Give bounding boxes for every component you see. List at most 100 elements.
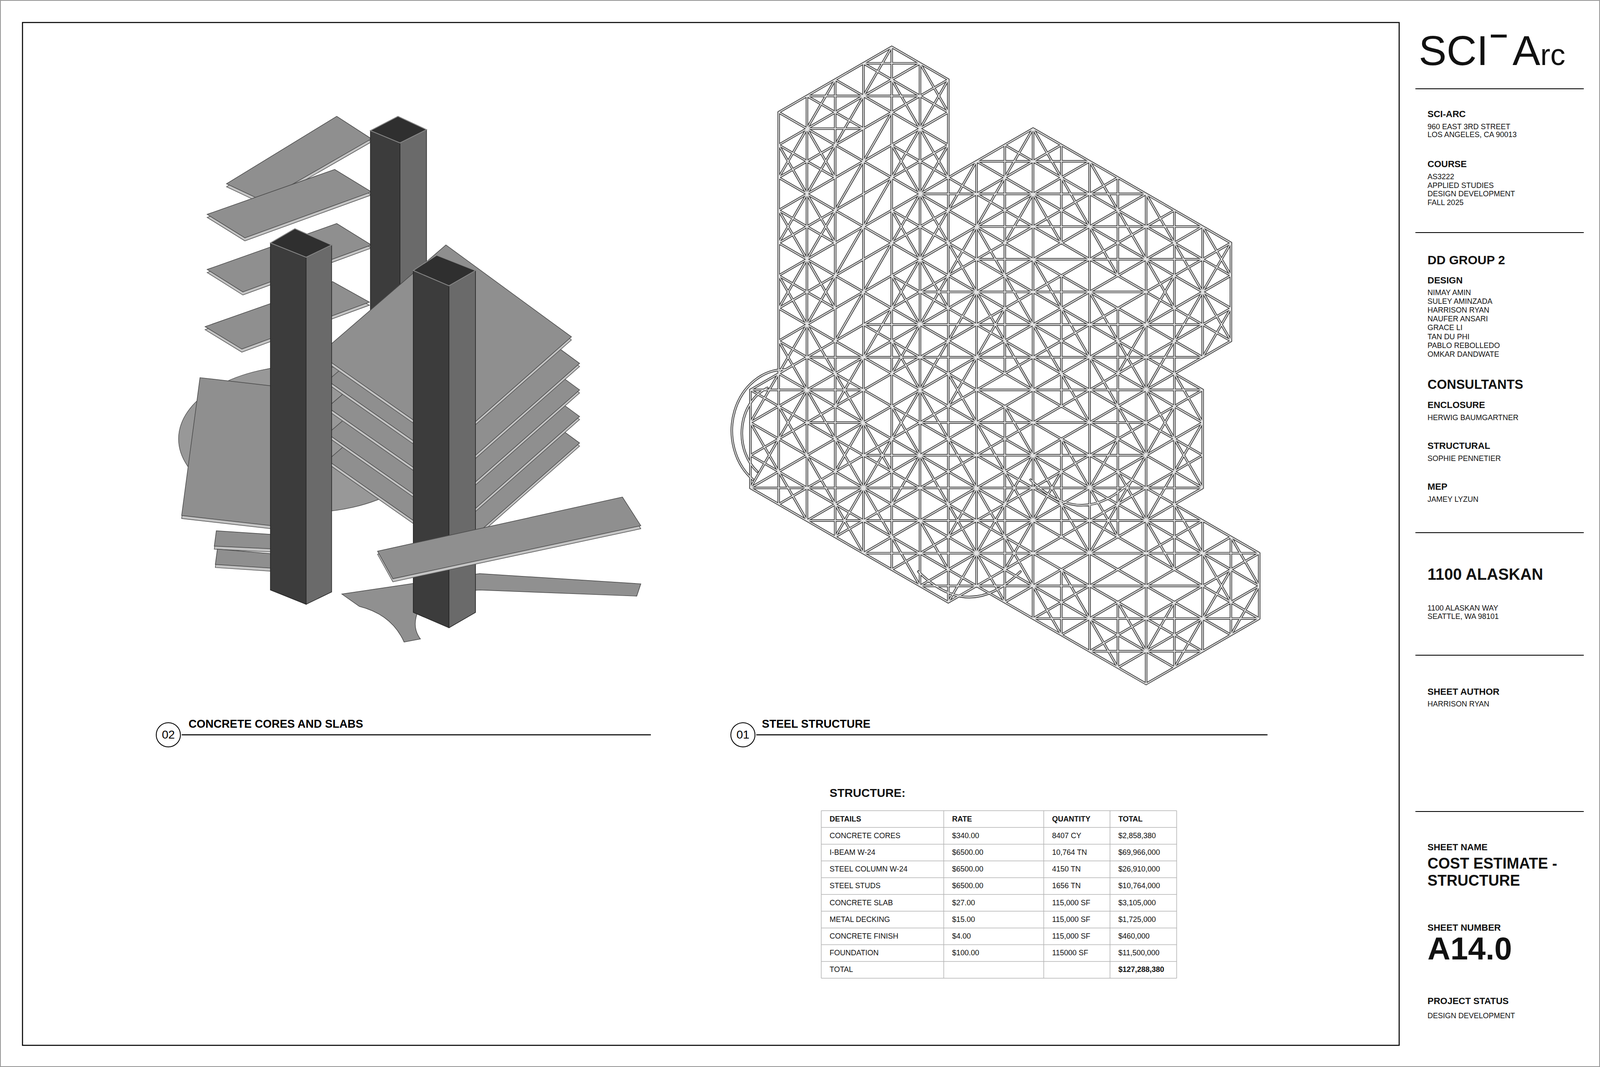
table-header: DETAILS [829,814,862,824]
table-cell: 115,000 SF [1052,931,1091,941]
table-grid [821,810,1177,978]
steel-structure-drawing [731,47,1260,684]
core-top [413,255,476,286]
logo-bar [1490,34,1507,38]
illustrations [178,47,1260,684]
table-rule [821,810,1177,811]
callout-number: 02 [161,728,175,741]
table-cell: $11,500,000 [1118,948,1160,958]
concrete-slab [214,530,278,549]
table-cell: CONCRETE FINISH [829,931,899,941]
table-rule [821,877,1177,878]
core-top [370,116,427,143]
view-title: STEEL STRUCTURE [762,717,871,731]
logo-text: Arc [1512,29,1566,72]
table-cell: $26,910,000 [1118,864,1160,874]
table-cell: 115,000 SF [1052,898,1091,908]
table-cell: $15.00 [952,915,975,924]
steel-member-outline [731,47,1260,684]
table-cell: CONCRETE CORES [829,831,901,840]
field-value: JAMEY LYZUN [1427,495,1479,504]
ramp-slab [341,573,641,642]
field-heading: DESIGN [1427,275,1463,286]
table-cell: 115000 SF [1052,948,1089,958]
table-rule [821,826,1177,828]
field-value: APPLIED STUDIES [1427,181,1494,190]
table-cell: TOTAL [829,965,853,974]
table-cell: 1656 TN [1052,881,1081,890]
team-member: PABLO REBOLLEDO [1427,341,1500,350]
table-cell: CONCRETE SLAB [829,898,893,908]
field-heading: PROJECT STATUS [1427,995,1509,1006]
field-value: FALL 2025 [1427,198,1464,208]
concrete-cores-and-slabs-drawing [178,116,641,642]
table-rule [821,893,1177,895]
logo-text: SCI [1418,29,1489,72]
core-face [270,242,307,605]
table-header: QUANTITY [1052,814,1091,824]
team-member: HARRISON RYAN [1427,305,1490,315]
table-cell: $127,288,380 [1118,965,1165,974]
concrete-slab [377,497,641,579]
section-heading: CONSULTANTS [1427,377,1524,393]
table-cell: STEEL COLUMN W-24 [829,864,908,874]
drawing-frame [22,22,1400,1045]
table-rule [821,927,1177,929]
table-rule [821,910,1177,912]
table-header: TOTAL [1118,814,1143,824]
divider-line [1415,810,1584,812]
team-member: SULEY AMINZADA [1427,297,1493,306]
field-value: AS3222 [1427,172,1455,182]
table-rule [821,843,1177,845]
address-line: 960 EAST 3RD STREET [1427,122,1511,132]
core-face [449,270,476,628]
project-name: 1100 ALASKAN [1427,565,1543,584]
divider-line [1415,232,1584,233]
field-heading: SHEET AUTHOR [1427,686,1500,697]
table-cell: $10,764,000 [1118,881,1160,890]
table-rule [821,944,1177,945]
field-value: HARRISON RYAN [1427,699,1490,709]
field-heading: MEP [1427,481,1448,492]
callout-number: 01 [736,728,750,741]
address-line: 1100 ALASKAN WAY [1427,603,1499,613]
table-cell: $3,105,000 [1118,898,1156,908]
divider-line [1415,88,1584,90]
table-cell: $69,966,000 [1118,847,1160,857]
table-cell: $6500.00 [952,864,984,874]
team-member: GRACE LI [1427,323,1463,333]
team-member: NAUFER ANSARI [1427,314,1488,324]
view-title-underline [181,734,651,736]
table-cell: I-BEAM W-24 [829,847,876,857]
callout-circle: 02CONCRETE CORES AND SLABS [155,722,181,748]
table-cell: 10,764 TN [1052,847,1088,857]
table-cell: $6500.00 [952,881,984,890]
table-cell: $2,858,380 [1118,831,1156,840]
team-member: TAN DU PHI [1427,332,1470,342]
table-title: STRUCTURE: [829,786,906,800]
field-value: DESIGN DEVELOPMENT [1427,1011,1515,1020]
table-cell: $6500.00 [952,847,984,857]
field-heading: SHEET NAME [1427,841,1488,853]
table-rule [821,860,1177,862]
school-name: SCI-ARC [1427,108,1466,120]
table-cell: 4150 TN [1052,864,1081,874]
title-block-dividers [1415,88,1584,812]
table-cell: 115,000 SF [1052,915,1091,924]
field-heading: ENCLOSURE [1427,399,1485,410]
divider-line [1415,654,1584,656]
table-cell: 8407 CY [1052,831,1082,840]
table-cell: FOUNDATION [829,948,879,958]
field-heading: COURSE [1427,158,1467,170]
group-name: DD GROUP 2 [1427,252,1505,268]
field-value: SOPHIE PENNETIER [1427,454,1501,463]
table-cell: STEEL STUDS [829,881,881,890]
field-value: DESIGN DEVELOPMENT [1427,189,1515,199]
sheet-name: COST ESTIMATE - STRUCTURE [1427,854,1582,890]
table-cell: $27.00 [952,898,975,908]
table-rule [821,960,1177,962]
view-title: CONCRETE CORES AND SLABS [188,717,364,731]
